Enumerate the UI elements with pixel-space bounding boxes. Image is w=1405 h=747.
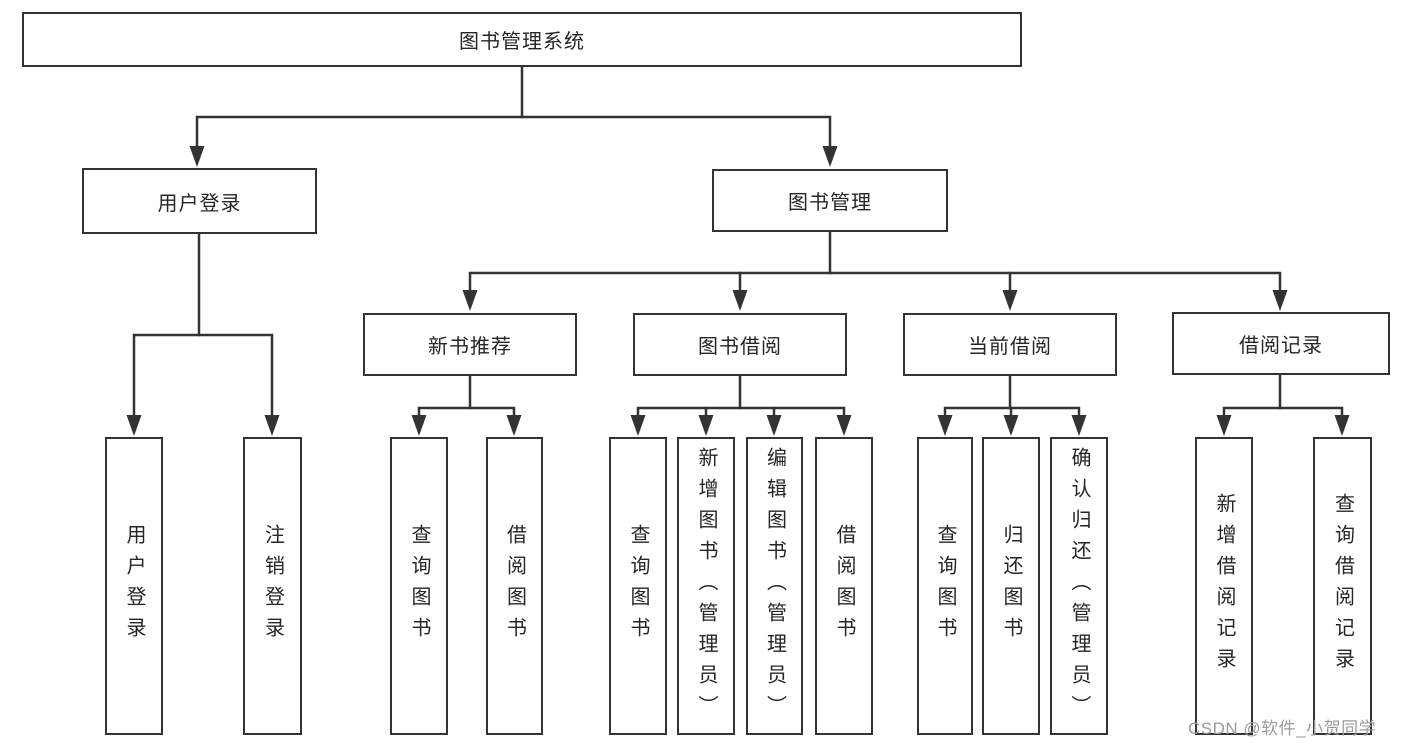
leaf-label: 用户登录 — [123, 524, 145, 648]
leaf-borrow-books-recommend: 借阅图书 — [486, 437, 543, 735]
leaf-label: 注销登录 — [261, 524, 284, 648]
leaf-query-books-recommend: 查询图书 — [390, 437, 448, 735]
leaf-label: 查询借阅记录 — [1331, 493, 1354, 679]
arrowhead-icons — [126, 146, 1350, 436]
leaf-user-login: 用户登录 — [105, 437, 163, 735]
leaf-query-books-current: 查询图书 — [917, 437, 973, 735]
leaf-label: 新增借阅记录 — [1213, 493, 1235, 679]
leaf-label: 查询图书 — [408, 524, 430, 648]
leaf-label: 借阅图书 — [503, 524, 526, 648]
leaf-label: 查询图书 — [934, 524, 956, 648]
leaf-query-borrow-record: 查询借阅记录 — [1313, 437, 1372, 735]
node-borrowing-records: 借阅记录 — [1172, 312, 1390, 375]
leaf-add-books-admin: 新增图书（管理员） — [677, 437, 735, 735]
leaf-query-books-borrowing: 查询图书 — [609, 437, 667, 735]
node-user-login: 用户登录 — [82, 168, 317, 234]
leaf-confirm-return-admin: 确认归还（管理员） — [1050, 437, 1108, 735]
leaf-label: 查询图书 — [627, 524, 649, 648]
leaf-label: 归还图书 — [1000, 524, 1022, 648]
leaf-label: 编辑图书（管理员） — [763, 446, 786, 726]
leaf-edit-books-admin: 编辑图书（管理员） — [746, 437, 803, 735]
node-new-book-recommendation: 新书推荐 — [363, 313, 577, 376]
leaf-return-books: 归还图书 — [982, 437, 1040, 735]
leaf-logout: 注销登录 — [243, 437, 302, 735]
leaf-add-borrow-record: 新增借阅记录 — [1195, 437, 1253, 735]
node-book-management: 图书管理 — [712, 169, 948, 232]
node-book-borrowing: 图书借阅 — [633, 313, 847, 376]
node-current-borrowing: 当前借阅 — [903, 313, 1117, 376]
leaf-label: 借阅图书 — [833, 524, 855, 648]
node-library-management-system: 图书管理系统 — [22, 12, 1022, 67]
leaf-borrow-books: 借阅图书 — [815, 437, 873, 735]
leaf-label: 确认归还（管理员） — [1068, 446, 1090, 726]
leaf-label: 新增图书（管理员） — [695, 446, 717, 726]
csdn-watermark: CSDN @软件_小贺同学 — [1188, 719, 1377, 738]
